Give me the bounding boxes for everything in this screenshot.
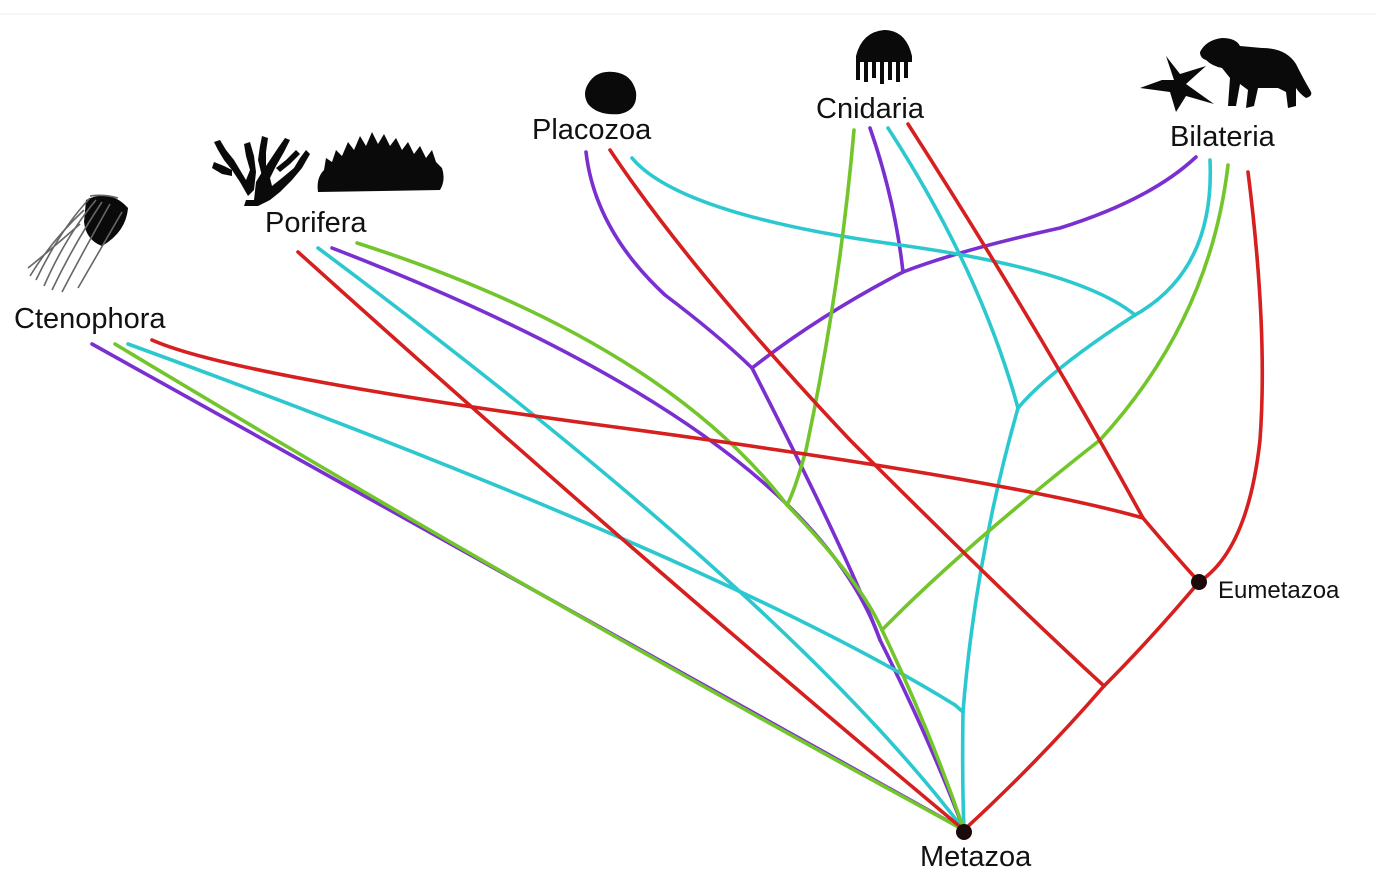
green-cnidaria-branch xyxy=(785,128,856,507)
purple-tree xyxy=(90,126,1198,832)
cyan-eumetazoa-stem xyxy=(961,406,1020,714)
taxon-label-bilateria: Bilateria xyxy=(1170,121,1276,153)
cyan-cnidaria-branch xyxy=(886,126,1020,410)
cyan-tree xyxy=(126,126,1213,832)
red-placozoa-branch xyxy=(608,148,1106,688)
red-porifera-branch xyxy=(296,250,966,832)
cyan-placozoa-branch xyxy=(630,156,1137,317)
red-cnidaria-branch xyxy=(906,122,1145,520)
branching-sponge-icon xyxy=(212,136,310,206)
encrusting-sponge-icon xyxy=(317,132,444,192)
green-ctenophora-branch xyxy=(113,342,966,832)
purple-cnidaria-bilateria-stem xyxy=(750,270,905,370)
purple-porifera-branch xyxy=(330,246,966,832)
purple-cnidaria-branch xyxy=(868,126,905,274)
cyan-porifera-branch xyxy=(316,246,966,832)
red-ctenophora-branch xyxy=(150,338,1145,520)
purple-bilateria-branch xyxy=(901,155,1198,274)
taxon-label-ctenophora: Ctenophora xyxy=(14,303,166,335)
red-placozoa-eumetazoa-stem xyxy=(962,684,1106,832)
cyan-bilateria-branch xyxy=(1133,158,1213,317)
taxon-label-cnidaria: Cnidaria xyxy=(816,93,925,125)
placozoan-icon xyxy=(585,71,637,115)
purple-placozoa-stem xyxy=(750,366,882,642)
purple-placozoa-branch xyxy=(584,150,754,370)
cyan-root-stem xyxy=(960,710,966,832)
green-bilateria-branch xyxy=(880,163,1230,632)
green-root-stem xyxy=(880,628,966,832)
taxon-label-placozoa: Placozoa xyxy=(532,114,652,146)
green-porifera-branch xyxy=(355,241,789,507)
comb-jelly-icon xyxy=(27,194,128,293)
jellyfish-icon xyxy=(856,30,912,84)
starfish-icon xyxy=(1140,56,1214,112)
dog-icon xyxy=(1200,38,1312,108)
green-sponge-cnidaria-stem xyxy=(785,503,884,632)
red-bilateria-branch xyxy=(1197,170,1265,584)
cyan-placozoa-bilateria-stem xyxy=(1016,313,1137,410)
metazoa-node xyxy=(956,824,972,840)
red-ctenophora-cnidaria-stem xyxy=(1141,516,1201,584)
cyan-ctenophora-branch xyxy=(126,342,957,707)
node-label-eumetazoa: Eumetazoa xyxy=(1218,577,1340,604)
eumetazoa-node xyxy=(1191,574,1207,590)
red-eumetazoa-stem xyxy=(1102,580,1201,688)
red-tree xyxy=(150,122,1265,832)
node-label-metazoa: Metazoa xyxy=(920,841,1032,873)
taxon-label-porifera: Porifera xyxy=(265,207,367,239)
